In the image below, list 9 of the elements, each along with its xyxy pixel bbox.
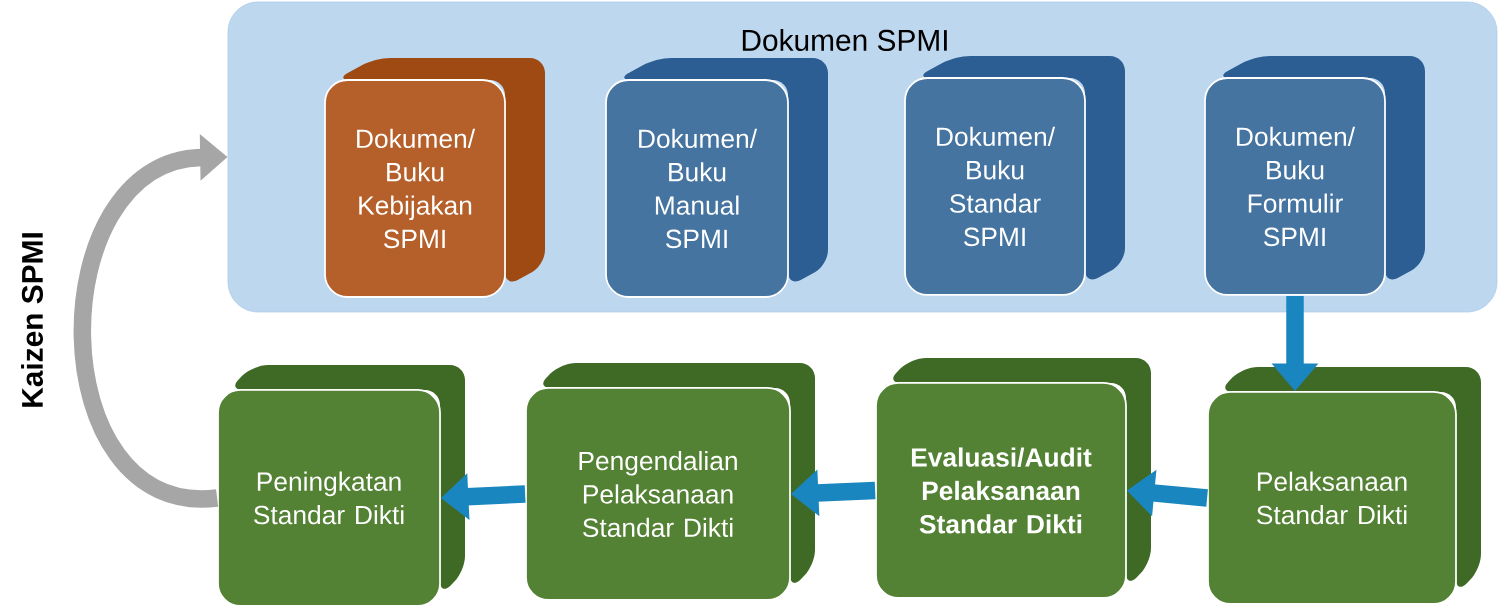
document-box: Dokumen/ Buku Manual SPMI <box>605 58 828 298</box>
process-box: Pengendalian Pelaksanaan Standar Dikti <box>525 363 815 601</box>
document-box: Dokumen/ Buku Standar SPMI <box>904 56 1125 296</box>
process-box: Pelaksanaan Standar Dikti <box>1207 367 1481 605</box>
edge-label: Kaizen SPMI <box>19 229 45 411</box>
document-box: Dokumen/ Buku Kebijakan SPMI <box>324 58 545 298</box>
document-box: Dokumen/ Buku Formulir SPMI <box>1204 56 1425 296</box>
process-box: Peningkatan Standar Dikti <box>217 365 465 606</box>
process-box: Evaluasi/Audit Pelaksanaan Standar Dikti <box>875 358 1151 599</box>
